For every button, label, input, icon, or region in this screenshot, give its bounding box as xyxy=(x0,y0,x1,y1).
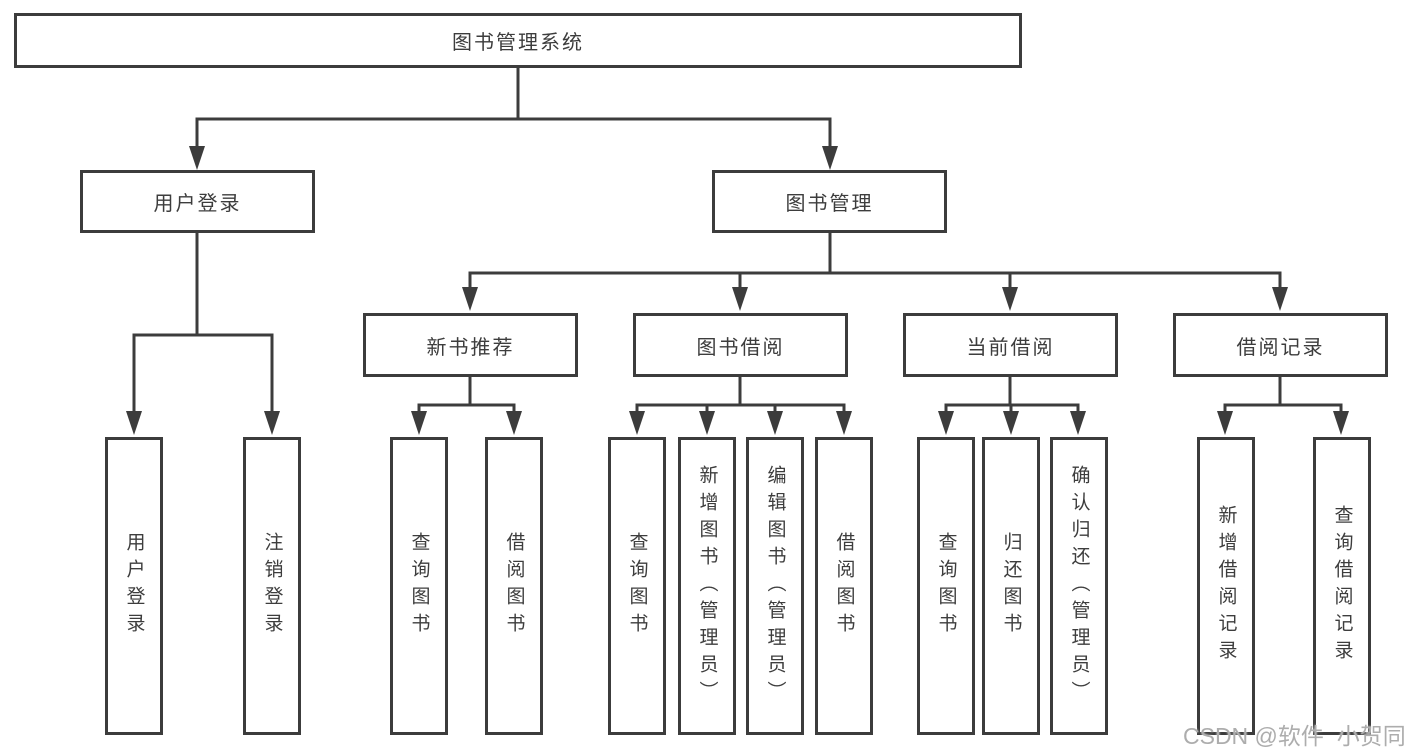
node-root-label: 图书管理系统 xyxy=(452,32,584,54)
leaf-query-books-recommend: 查询图书 xyxy=(390,437,448,735)
node-user-login: 用户登录 xyxy=(80,170,315,233)
leaf-query-borrow-record: 查询借阅记录 xyxy=(1313,437,1371,735)
leaf-add-borrow-record-label: 新增借阅记录 xyxy=(1215,505,1237,667)
tree-branch-lines xyxy=(132,66,1343,407)
node-book-borrow: 图书借阅 xyxy=(633,313,848,377)
leaf-query-borrow-record-label: 查询借阅记录 xyxy=(1331,505,1353,667)
leaf-return-book: 归还图书 xyxy=(982,437,1040,735)
leaf-logout-login: 注销登录 xyxy=(243,437,301,735)
node-user-login-label: 用户登录 xyxy=(153,193,242,215)
leaf-edit-book-admin-label: 编辑图书（管理员） xyxy=(764,464,786,708)
leaf-user-login: 用户登录 xyxy=(105,437,163,735)
node-new-book-recommend: 新书推荐 xyxy=(363,313,578,377)
leaf-add-book-admin: 新增图书（管理员） xyxy=(678,437,736,735)
node-root: 图书管理系统 xyxy=(14,13,1022,68)
leaf-confirm-return-admin-label: 确认归还（管理员） xyxy=(1068,464,1090,708)
leaf-add-book-admin-label: 新增图书（管理员） xyxy=(696,464,718,708)
leaf-edit-book-admin: 编辑图书（管理员） xyxy=(746,437,804,735)
leaf-query-books-current-label: 查询图书 xyxy=(935,532,957,640)
leaf-borrow-books-recommend: 借阅图书 xyxy=(485,437,543,735)
node-current-borrow: 当前借阅 xyxy=(903,313,1118,377)
leaf-borrow-books-2: 借阅图书 xyxy=(815,437,873,735)
csdn-watermark: CSDN @软件_小贺同学 xyxy=(1183,723,1405,747)
leaf-user-login-label: 用户登录 xyxy=(123,532,145,640)
node-book-borrow-label: 图书借阅 xyxy=(696,336,785,359)
node-borrow-records: 借阅记录 xyxy=(1173,313,1388,377)
leaf-borrow-books-recommend-label: 借阅图书 xyxy=(503,532,525,640)
leaf-query-books-borrow-label: 查询图书 xyxy=(626,532,648,640)
leaf-return-book-label: 归还图书 xyxy=(1000,532,1022,640)
leaf-logout-login-label: 注销登录 xyxy=(261,532,283,640)
arrowheads xyxy=(126,146,1349,435)
leaf-borrow-books-2-label: 借阅图书 xyxy=(833,532,855,640)
node-borrow-records-label: 借阅记录 xyxy=(1236,336,1325,359)
node-book-management: 图书管理 xyxy=(712,170,947,233)
leaf-add-borrow-record: 新增借阅记录 xyxy=(1197,437,1255,735)
node-current-borrow-label: 当前借阅 xyxy=(966,336,1055,359)
node-book-management-label: 图书管理 xyxy=(785,193,874,215)
leaf-confirm-return-admin: 确认归还（管理员） xyxy=(1050,437,1108,735)
leaf-query-books-borrow: 查询图书 xyxy=(608,437,666,735)
leaf-query-books-current: 查询图书 xyxy=(917,437,975,735)
leaf-query-books-recommend-label: 查询图书 xyxy=(408,532,430,640)
node-new-book-recommend-label: 新书推荐 xyxy=(426,336,515,359)
